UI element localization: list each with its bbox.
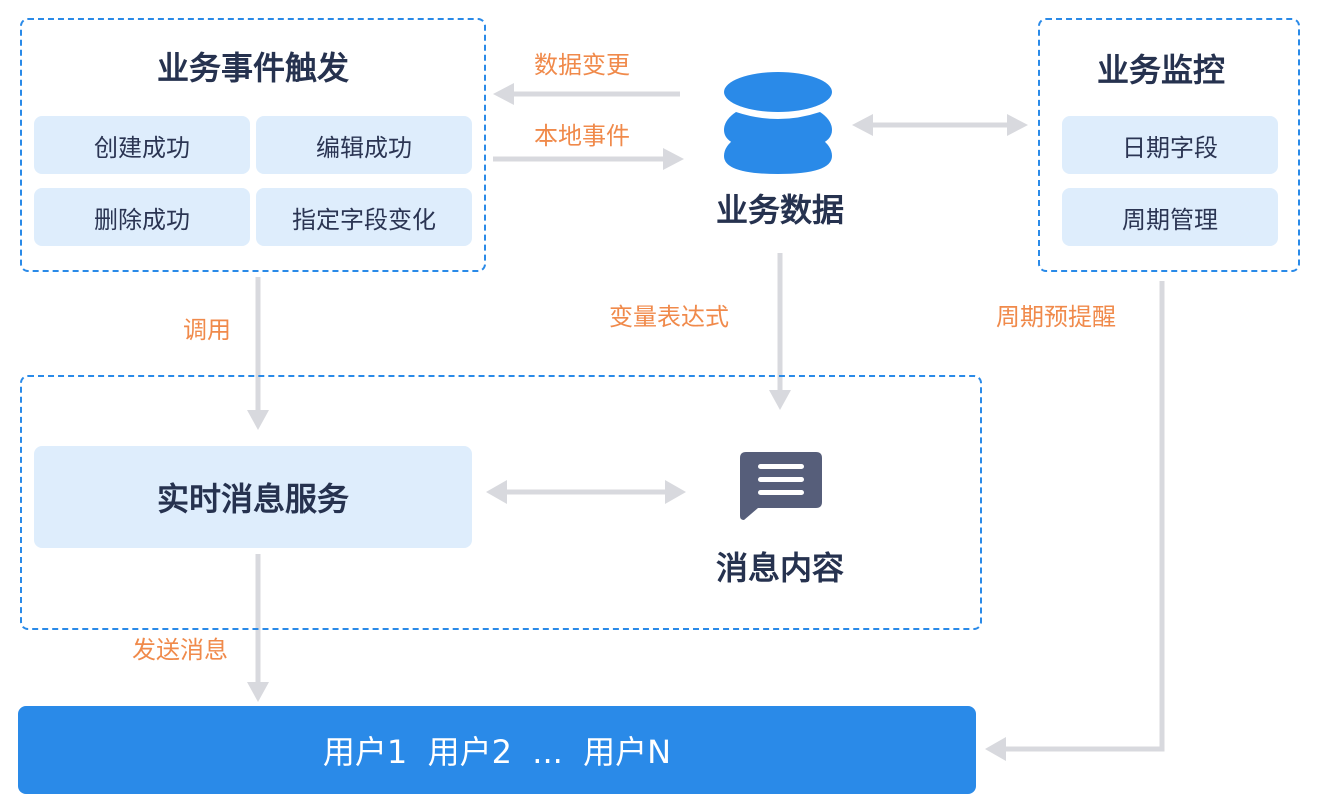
monitor-chip-date-field[interactable]: 日期字段 [1062, 116, 1278, 174]
local-event-label: 本地事件 [534, 122, 630, 150]
data-monitor-bidirectional-arrow [852, 114, 1028, 136]
event-chip-create-success[interactable]: 创建成功 [34, 116, 250, 174]
message-service-group [20, 375, 982, 630]
monitoring-title: 业务监控 [1096, 51, 1225, 89]
users-label: 用户1 用户2 ... 用户N [322, 733, 672, 771]
variable-expression-label: 变量表达式 [609, 303, 729, 331]
data-change-arrow [493, 83, 680, 105]
local-event-arrow [493, 148, 684, 170]
periodic-reminder-label: 周期预提醒 [996, 303, 1116, 331]
realtime-message-service[interactable]: 实时消息服务 [34, 446, 472, 548]
database-icon[interactable] [722, 72, 834, 176]
business-data-title: 业务数据 [715, 191, 844, 229]
users-bar[interactable]: 用户1 用户2 ... 用户N [18, 706, 976, 794]
send-message-label: 发送消息 [132, 636, 228, 664]
monitoring-group [1038, 18, 1300, 272]
message-content-title: 消息内容 [715, 549, 844, 587]
event-trigger-title: 业务事件触发 [156, 49, 349, 87]
event-chip-edit-success[interactable]: 编辑成功 [256, 116, 472, 174]
invoke-label: 调用 [183, 316, 231, 344]
realtime-message-service-label: 实时消息服务 [156, 480, 349, 518]
data-change-label: 数据变更 [534, 51, 630, 79]
monitor-chip-period-management[interactable]: 周期管理 [1062, 188, 1278, 246]
event-trigger-group [20, 18, 486, 272]
periodic-reminder-arrow [985, 281, 1165, 761]
event-chip-field-change[interactable]: 指定字段变化 [256, 188, 472, 246]
event-chip-delete-success[interactable]: 删除成功 [34, 188, 250, 246]
message-icon[interactable] [740, 452, 822, 520]
